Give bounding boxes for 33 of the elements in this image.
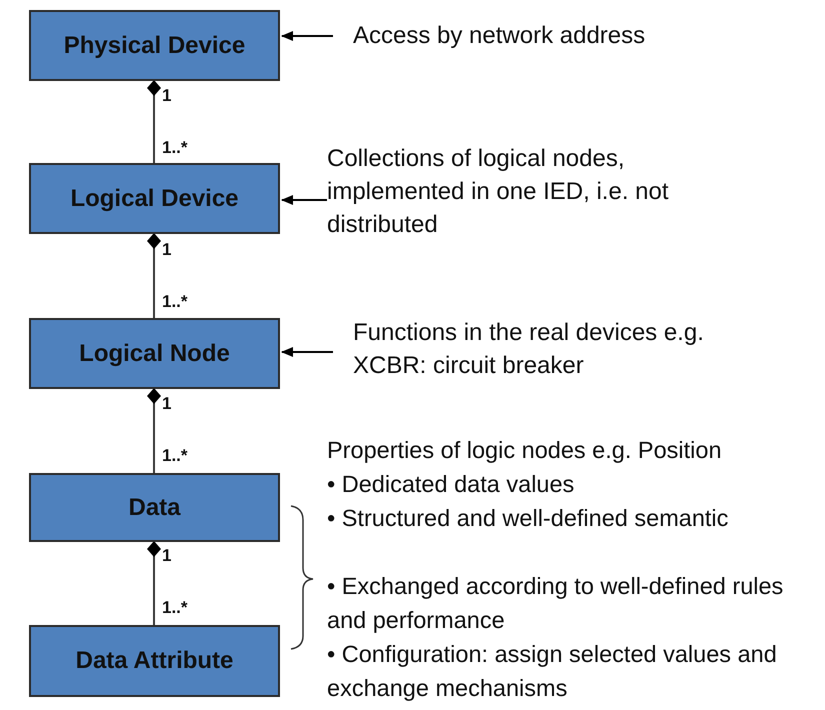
multiplicity-label: 1..*	[162, 446, 188, 466]
multiplicity-label: 1..*	[162, 292, 188, 312]
annotation-text: Access by network address	[353, 21, 646, 51]
bullet-text: • Structured and well-defined semantic	[327, 504, 730, 533]
arrow	[281, 195, 327, 205]
composition-line	[147, 388, 161, 473]
multiplicity-label: 1	[162, 546, 172, 566]
box-label: Logical Node	[79, 340, 230, 368]
multiplicity-label: 1..*	[162, 138, 188, 158]
box-label: Logical Device	[70, 184, 239, 212]
class-box	[29, 473, 280, 542]
bullet-text: • Configuration: assign selected values and exchange mechanisms	[327, 640, 778, 703]
bullet-text: • Exchanged according to well-defined rules and performance	[327, 572, 784, 635]
arrow	[281, 347, 333, 357]
bullet-text: • Dedicated data values	[327, 470, 576, 499]
bullet-text: Properties of logic nodes e.g. Position	[327, 436, 723, 465]
composition-line	[147, 541, 161, 625]
annotation-text: Functions in the real devices e.g. XCBR: circuit breaker	[353, 318, 705, 381]
class-box	[29, 10, 280, 81]
annotation-text: Collections of logical nodes, implemented in one IED, i.e. not distributed	[327, 144, 670, 240]
class-box	[29, 163, 280, 234]
box-label: Data Attribute	[76, 647, 234, 675]
multiplicity-label: 1..*	[162, 598, 188, 618]
box-label: Physical Device	[64, 32, 246, 60]
multiplicity-label: 1	[162, 86, 172, 106]
composition-line	[147, 80, 161, 163]
multiplicity-label: 1	[162, 394, 172, 414]
class-box	[29, 625, 280, 697]
class-box	[29, 318, 280, 389]
box-label: Data	[128, 494, 181, 522]
arrow	[281, 31, 333, 41]
multiplicity-label: 1	[162, 240, 172, 260]
composition-line	[147, 233, 161, 318]
